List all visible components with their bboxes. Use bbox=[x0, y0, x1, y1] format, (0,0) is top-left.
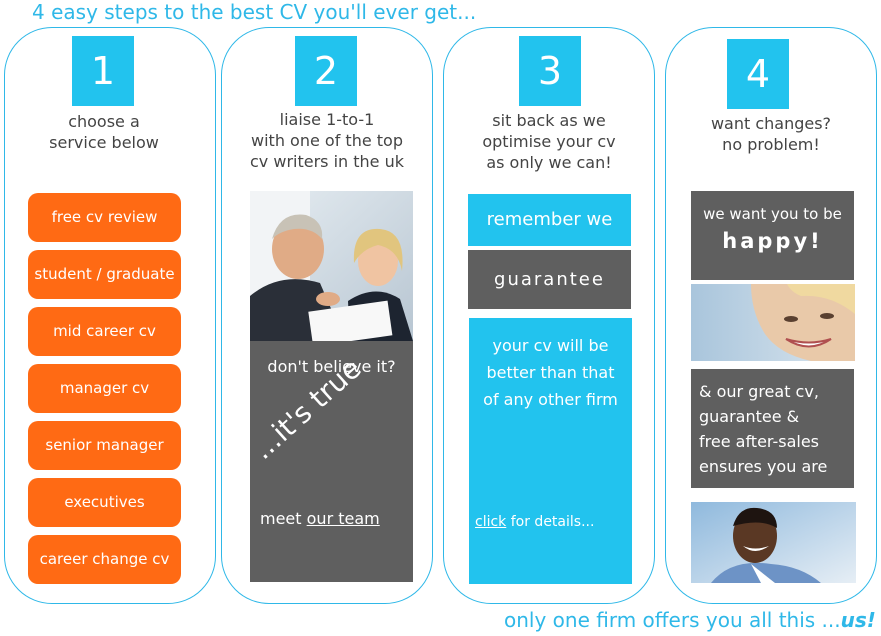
details-suffix: for details... bbox=[506, 514, 595, 530]
step-2-panel bbox=[221, 27, 433, 604]
our-team-link[interactable]: our team bbox=[306, 509, 380, 528]
meet-team-line: meet our team bbox=[260, 509, 380, 528]
aftersales-box: & our great cv, guarantee & free after-s… bbox=[691, 369, 854, 488]
smiling-woman-photo bbox=[691, 284, 855, 361]
business-meeting-photo bbox=[250, 191, 413, 341]
career-change-cv-button[interactable]: career change cv bbox=[28, 535, 181, 584]
promise-text: your cv will be better than that of any … bbox=[483, 336, 618, 409]
happy-text: happy! bbox=[722, 229, 823, 253]
page-title: 4 easy steps to the best CV you'll ever … bbox=[32, 0, 477, 24]
step-3-caption: sit back as we optimise your cv as only … bbox=[482, 111, 616, 172]
step-3-number: 3 bbox=[519, 36, 581, 106]
remember-text: remember we bbox=[486, 209, 613, 230]
executives-button[interactable]: executives bbox=[28, 478, 181, 527]
click-details-link[interactable]: click bbox=[475, 514, 507, 530]
footer-text: only one firm offers you all this ... bbox=[504, 608, 841, 632]
footer-tagline: only one firm offers you all this ...us! bbox=[504, 608, 876, 632]
step-1-number: 1 bbox=[72, 36, 134, 106]
step-4-number: 4 bbox=[727, 39, 789, 109]
senior-manager-button[interactable]: senior manager bbox=[28, 421, 181, 470]
meet-prefix: meet bbox=[260, 509, 307, 528]
question-text: don't believe it? bbox=[267, 357, 396, 376]
happy-box: we want you to be happy! bbox=[691, 191, 854, 280]
guarantee-text: guarantee bbox=[494, 269, 605, 290]
step-4-panel bbox=[665, 27, 877, 604]
remember-box: remember we bbox=[468, 194, 631, 246]
promise-box: your cv will be better than that of any … bbox=[469, 318, 632, 584]
student-graduate-button[interactable]: student / graduate bbox=[28, 250, 181, 299]
step-4-caption: want changes? no problem! bbox=[710, 114, 832, 154]
manager-cv-button[interactable]: manager cv bbox=[28, 364, 181, 413]
step-2-number: 2 bbox=[295, 36, 357, 106]
aftersales-text: & our great cv, guarantee & free after-s… bbox=[699, 382, 828, 476]
free-cv-review-button[interactable]: free cv review bbox=[28, 193, 181, 242]
smiling-man-photo bbox=[691, 502, 856, 583]
details-line: click for details... bbox=[475, 514, 594, 530]
step-1-caption: choose a service below bbox=[49, 112, 159, 152]
step-3-panel bbox=[443, 27, 655, 604]
want-text: we want you to be bbox=[703, 205, 842, 223]
step-2-caption: liaise 1-to-1 with one of the top cv wri… bbox=[250, 110, 404, 171]
mid-career-cv-button[interactable]: mid career cv bbox=[28, 307, 181, 356]
footer-emphasis: us! bbox=[840, 608, 876, 632]
trust-panel: don't believe it? ...it's true meet our … bbox=[246, 341, 413, 582]
guarantee-box: guarantee bbox=[468, 250, 631, 309]
step-1-panel bbox=[4, 27, 216, 604]
